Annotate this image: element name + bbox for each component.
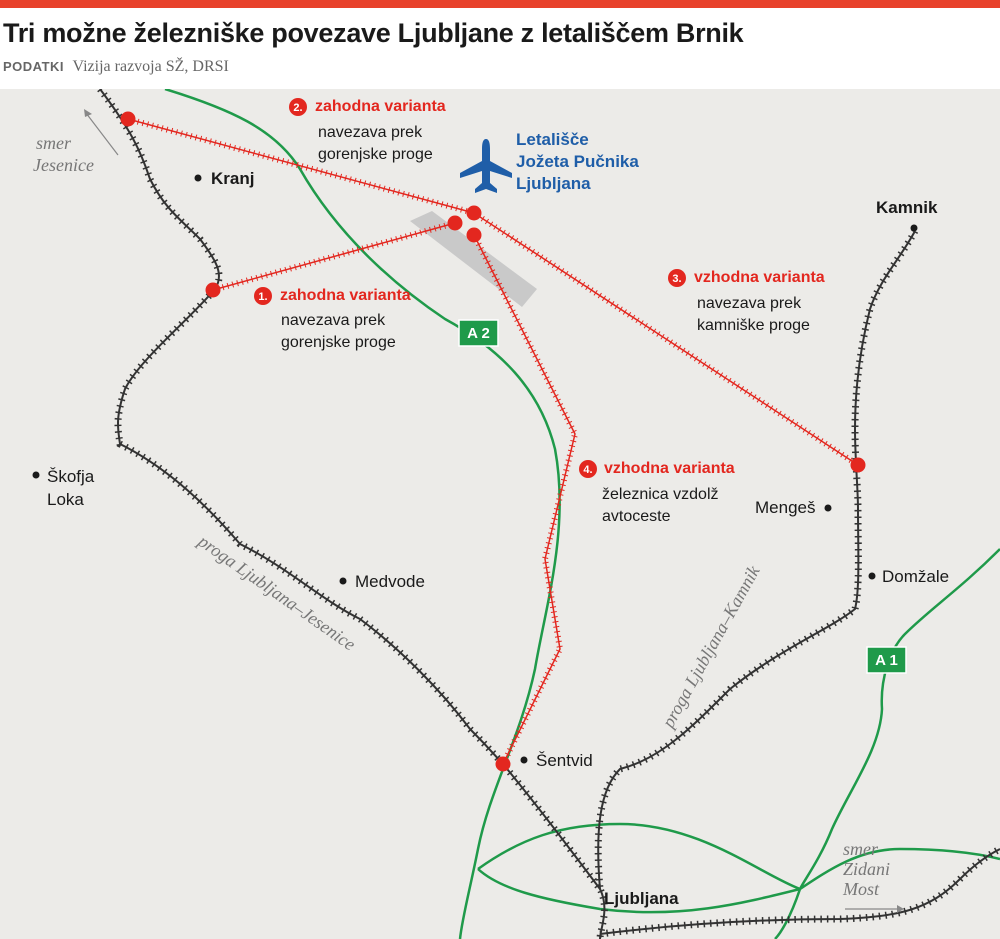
direction-jesenice-arrowhead: [84, 109, 92, 117]
accent-bar: [0, 0, 1000, 8]
variant-4-desc-1: železnica vzdolž: [602, 486, 719, 503]
a2-badge: A 2: [458, 319, 499, 347]
a1-highway: [774, 548, 1000, 939]
direction-jesenice-arrow: [85, 112, 119, 156]
variant-3-number: 3.: [672, 273, 681, 285]
kamnik-dot: [910, 224, 918, 232]
variant-2-route: [127, 118, 475, 214]
variant-1-number: 1.: [258, 291, 267, 303]
variant-routes: [127, 116, 860, 766]
highways: [164, 89, 1000, 939]
variant-2-number: 2.: [293, 102, 302, 114]
map-canvas: Letališče Jožeta Pučnika Ljubljana Kranj…: [32, 89, 1000, 939]
node-jesenice-rail: [120, 111, 136, 127]
airport-label-line-1: Letališče: [516, 130, 589, 149]
place-dots: [32, 174, 918, 764]
a2-badge-label: A 2: [467, 325, 490, 342]
rail-ljubljana-zidani-most: [599, 848, 1000, 935]
variant-2-desc-2: gorenjske proge: [318, 146, 433, 163]
skofja-loka-dot: [32, 471, 40, 479]
node-sentvid: [495, 756, 511, 772]
source-label: PODATKI: [3, 59, 65, 74]
variant-3-desc-2: kamniške proge: [697, 317, 810, 334]
variant-1-number-badge: [254, 287, 272, 305]
a1-badge-label: A 1: [875, 652, 898, 669]
a2-highway: [164, 89, 561, 939]
variant-4-label: 4. vzhodna varianta železnica vzdolž avt…: [579, 460, 735, 525]
label-skofja-loka-1: Škofja: [47, 467, 95, 486]
variant-3-name: vzhodna varianta: [694, 269, 825, 286]
menges-dot: [824, 504, 832, 512]
node-kamnik-rail: [850, 457, 866, 473]
rail-ljubljana-kamnik: [597, 230, 916, 890]
direction-jesenice: smer Jesenice: [33, 109, 119, 175]
variant-2-label: 2. zahodna varianta navezava prek gorenj…: [289, 98, 446, 163]
rail-ljubljana-jesenice: [99, 89, 606, 939]
label-skofja-loka-2: Loka: [47, 490, 84, 509]
kranj-dot: [194, 174, 202, 182]
railways: [97, 89, 1000, 939]
label-kranj: Kranj: [211, 169, 254, 188]
variant-2-name: zahodna varianta: [315, 98, 446, 115]
direction-zidani-line-1: smer: [843, 839, 879, 859]
a1-badge: A 1: [866, 646, 907, 674]
variant-4-number-badge: [579, 460, 597, 478]
direction-zidani-line-2: Zidani: [843, 859, 890, 879]
variant-4-desc-2: avtoceste: [602, 508, 671, 525]
airport-label: Letališče Jožeta Pučnika Ljubljana: [516, 130, 639, 193]
variant-1-desc-1: navezava prek: [281, 312, 386, 329]
airport-label-line-3: Ljubljana: [516, 174, 591, 193]
airplane-icon: [460, 139, 512, 193]
label-domzale: Domžale: [882, 567, 949, 586]
direction-zidani-arrowhead: [897, 905, 904, 913]
variant-4-name: vzhodna varianta: [604, 460, 735, 477]
variant-3-number-badge: [668, 269, 686, 287]
label-kamnik: Kamnik: [876, 198, 938, 217]
direction-zidani-line-3: Most: [842, 879, 880, 899]
node-airport-a: [466, 205, 482, 221]
label-medvode: Medvode: [355, 572, 425, 591]
rail-ties-jesenice: [97, 89, 608, 939]
variant-1-name: zahodna varianta: [280, 287, 411, 304]
direction-jesenice-line-2: Jesenice: [33, 155, 94, 175]
variant-3-desc-1: navezava prek: [697, 295, 802, 312]
direction-zidani-most: smer Zidani Most: [842, 839, 904, 913]
variant-2-desc-1: navezava prek: [318, 124, 423, 141]
domzale-dot: [868, 572, 876, 580]
map: Letališče Jožeta Pučnika Ljubljana Kranj…: [0, 89, 1000, 939]
label-sentvid: Šentvid: [536, 751, 593, 770]
node-airport-b: [447, 215, 463, 231]
page-title: Tri možne železniške povezave Ljubljane …: [3, 18, 744, 48]
label-proga-jesenice: proga Ljubljana–Jesenice: [193, 530, 359, 655]
airport-label-line-2: Jožeta Pučnika: [516, 152, 639, 171]
variant-3-route: [473, 212, 859, 466]
variant-4-number: 4.: [583, 464, 592, 476]
variant-1-label: 1. zahodna varianta navezava prek gorenj…: [254, 287, 411, 351]
sentvid-dot: [520, 756, 528, 764]
variant-2-number-badge: [289, 98, 307, 116]
variant-nodes: [120, 111, 866, 772]
source-text: Vizija razvoja SŽ, DRSI: [72, 58, 229, 75]
medvode-dot: [339, 577, 347, 585]
label-ljubljana: Ljubljana: [604, 889, 679, 908]
node-airport-c: [466, 227, 482, 243]
source-line: PODATKI Vizija razvoja SŽ, DRSI: [3, 58, 229, 76]
variant-3-label: 3. vzhodna varianta navezava prek kamniš…: [668, 269, 825, 334]
variant-1-desc-2: gorenjske proge: [281, 334, 396, 351]
ring-road: [477, 822, 1000, 891]
node-kranj-rail: [205, 282, 221, 298]
ring-road-south: [477, 868, 801, 914]
label-menges: Mengeš: [755, 498, 815, 517]
direction-jesenice-line-1: smer: [36, 133, 72, 153]
airport-runway: [410, 211, 537, 307]
